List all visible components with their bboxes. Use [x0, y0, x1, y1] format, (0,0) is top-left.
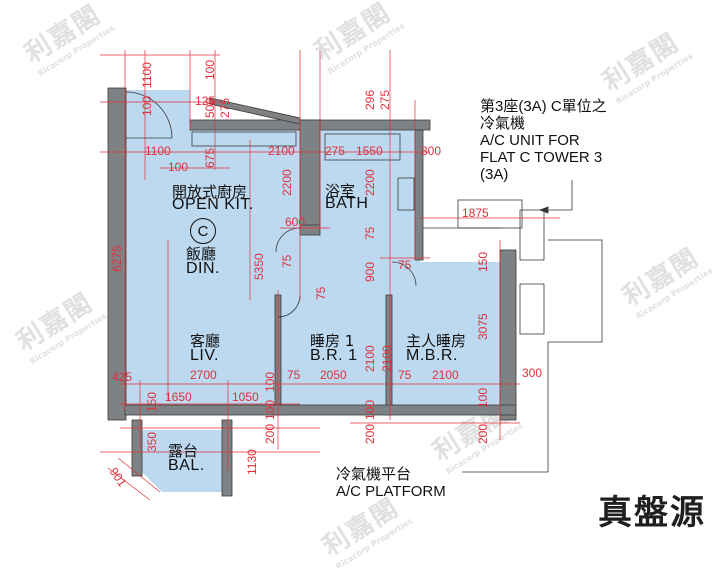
dim: 1130 [245, 449, 259, 475]
corridor-floor [275, 228, 420, 295]
ac-note-line: 第3座(3A) C單位之 [480, 98, 607, 115]
dim: 300 [421, 144, 442, 158]
dim: 2200 [363, 169, 377, 196]
dim: 3075 [476, 313, 490, 340]
bath-label-en: BATH [325, 195, 369, 212]
unit-marker: C [190, 218, 216, 244]
ac-note-line: A/C UNIT FOR [480, 132, 580, 149]
dim: 2200 [280, 169, 294, 196]
master-door-swing [391, 261, 417, 287]
dim: 2100 [380, 345, 394, 372]
kitchen-label-en: OPEN KIT. [172, 196, 254, 213]
top-kitchen-wall [189, 119, 301, 131]
ac-platform-line: 冷氣機平台 [336, 466, 412, 483]
ac-unit-leader [548, 180, 573, 211]
entry-door-swing [125, 91, 173, 139]
balcony-left-wall [131, 419, 143, 477]
master-label-zh: 主人睡房 [406, 332, 467, 350]
dim: 5350 [252, 253, 266, 280]
dim: 600 [285, 215, 306, 229]
dim: 150 [145, 391, 159, 412]
dim: 2100 [268, 144, 295, 158]
dim: 1050 [232, 390, 259, 404]
dim: 100 [476, 387, 490, 408]
dim: 500 [203, 97, 217, 118]
dim: 300 [522, 366, 543, 380]
kitchen-counter [191, 131, 297, 147]
dim: 275 [325, 144, 346, 158]
kitchen-bath-partition [299, 119, 321, 229]
dim: 675 [203, 147, 217, 168]
basin [397, 177, 415, 211]
dim: 200 [263, 423, 277, 444]
dim: 75 [314, 286, 328, 300]
right-wall [499, 249, 517, 421]
master-bedroom-floor [392, 262, 500, 405]
balcony-label-en: BAL. [168, 457, 205, 474]
dim: 75 [287, 368, 301, 382]
dim: 200 [363, 423, 377, 444]
bath-label-zh: 浴室 [325, 182, 356, 200]
dim: 1650 [165, 390, 192, 404]
ac-note-line: (3A) [480, 166, 509, 183]
dim: 75 [398, 368, 412, 382]
dim: 150 [476, 251, 490, 272]
dim: 1100 [145, 144, 171, 158]
dim: 1550 [356, 144, 383, 158]
dim: 100 [363, 399, 377, 420]
bathtub [324, 133, 401, 161]
dim: 6275 [110, 245, 124, 272]
dim: 75 [398, 258, 412, 272]
kitchen-label-zh: 開放式廚房 [172, 183, 248, 201]
dim: 1100 [140, 62, 154, 88]
dim: 100 [168, 160, 189, 174]
dim: 75 [363, 226, 377, 240]
dim: 100 [203, 59, 217, 80]
balcony-floor [140, 430, 225, 492]
brand-logo: 真盤源 [598, 493, 706, 533]
living-label-en: LIV. [190, 347, 219, 364]
floor-plan [100, 50, 603, 501]
kitchen-living-floor [125, 90, 320, 405]
ac-unit-note: 第3座(3A) C單位之 冷氣機 A/C UNIT FOR FLAT C TOW… [480, 98, 607, 183]
dim: 2100 [432, 368, 459, 382]
left-wall [107, 87, 127, 421]
dim: 350 [145, 431, 159, 452]
bedroom1-label-en: B.R. 1 [310, 347, 358, 364]
dim: 275 [218, 97, 232, 118]
dim: 2100 [363, 345, 377, 372]
dim: 100 [263, 399, 277, 420]
ac-note-line: 冷氣機 [480, 115, 526, 132]
ac-platform-note: 冷氣機平台 A/C PLATFORM [336, 466, 446, 500]
ac-unit-1 [519, 209, 545, 261]
bedroom1-label-zh: 睡房 1 [310, 332, 355, 350]
dim: 1875 [462, 206, 489, 220]
balcony-label-zh: 露台 [168, 442, 199, 460]
ac-note-line: FLAT C TOWER 3 [480, 149, 603, 166]
dining-label-zh: 飯廳 [186, 245, 217, 263]
dim: 100 [140, 95, 154, 116]
dim: 200 [476, 423, 490, 444]
balcony-right-wall [221, 419, 233, 497]
dim: 900 [363, 261, 377, 282]
dim: 275 [378, 89, 392, 110]
dim: 2050 [320, 368, 347, 382]
bath-floor [320, 130, 415, 228]
dim: 425 [112, 370, 133, 384]
living-label-zh: 客廳 [190, 332, 221, 350]
ac-platform-leader [462, 239, 603, 473]
dim: 100 [263, 371, 277, 392]
dim: 75 [280, 254, 294, 268]
ac-platform-line: A/C PLATFORM [336, 483, 446, 500]
master-label-en: M.B.R. [406, 347, 458, 364]
dining-label-en: DIN. [186, 260, 220, 277]
bottom-wall [124, 404, 517, 416]
dim: 2700 [190, 368, 217, 382]
bedroom1-floor [278, 295, 388, 405]
dim: 125 [195, 94, 216, 108]
ac-unit-2 [519, 283, 545, 335]
dim: 296 [363, 89, 377, 110]
